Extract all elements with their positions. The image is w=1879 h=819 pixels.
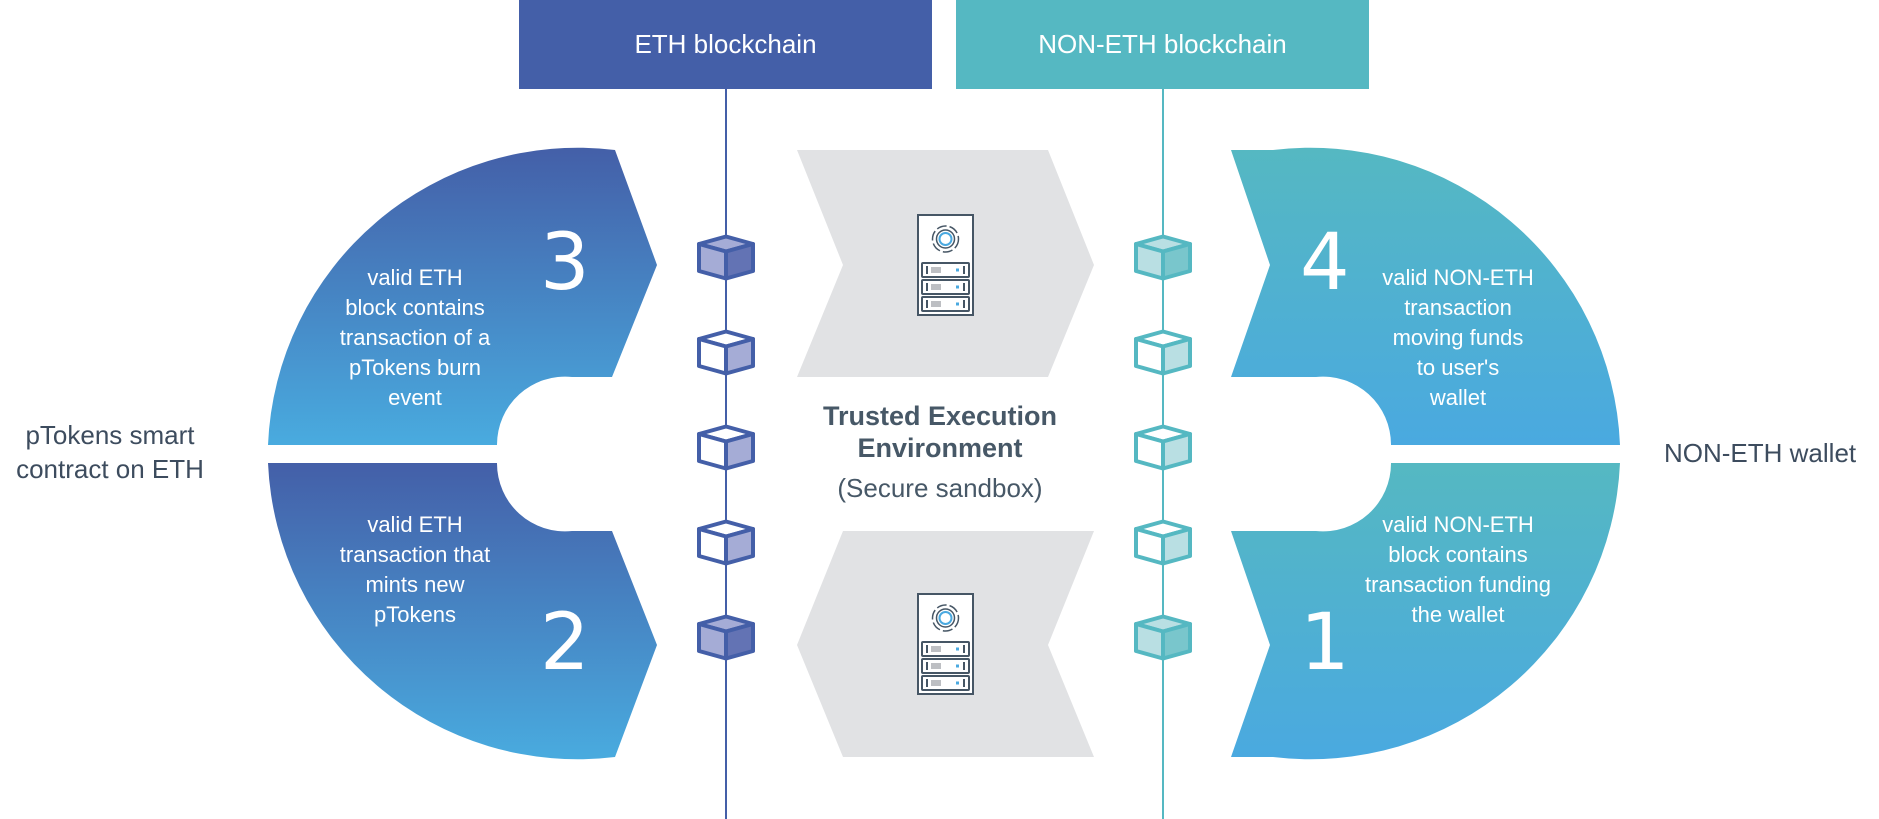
block-cube-icon <box>1134 329 1192 376</box>
step-1-text: valid NON-ETH block contains transaction… <box>1333 510 1583 630</box>
step-2-line: mints new <box>365 572 465 597</box>
step-3-line: pTokens burn <box>348 355 482 380</box>
step-4-line: to user's <box>1416 355 1500 380</box>
step-1-line: valid NON-ETH <box>1382 512 1534 537</box>
block-cube-icon-filled <box>697 234 755 281</box>
eth-blockchain-header: ETH blockchain <box>519 0 932 89</box>
block-cube-icon <box>1134 519 1192 566</box>
block-cube-icon <box>697 519 755 566</box>
tee-subtitle: (Secure sandbox) <box>837 473 1043 503</box>
tee-label: Trusted Execution Environment (Secure sa… <box>760 400 1120 506</box>
ptokens-contract-line1: pTokens smart <box>25 420 195 450</box>
step-3-text: valid ETH block contains transaction of … <box>305 263 525 413</box>
eth-header-label: ETH blockchain <box>634 29 817 59</box>
step-4-number: 4 <box>1300 218 1350 308</box>
step-3-number: 3 <box>540 218 590 308</box>
step-4-line: transaction <box>1404 295 1512 320</box>
step-1-shape <box>1231 463 1620 760</box>
non-eth-blockchain-header: NON-ETH blockchain <box>956 0 1369 89</box>
step-1-line: transaction funding <box>1365 572 1551 597</box>
ptokens-contract-label: pTokens smart contract on ETH <box>0 418 220 486</box>
step-2-number: 2 <box>540 598 590 688</box>
block-cube-icon-filled <box>697 614 755 661</box>
server-icon <box>917 593 974 695</box>
step-4-line: wallet <box>1429 385 1487 410</box>
step-3-line: valid ETH <box>367 265 463 290</box>
step-2-line: transaction that <box>339 542 491 567</box>
block-cube-icon-filled <box>1134 234 1192 281</box>
step-3-line: block contains <box>345 295 485 320</box>
block-cube-icon <box>1134 424 1192 471</box>
step-4-line: valid NON-ETH <box>1382 265 1534 290</box>
non-eth-header-label: NON-ETH blockchain <box>1038 29 1287 59</box>
step-3-shape <box>268 147 657 445</box>
step-1-number: 1 <box>1300 598 1350 688</box>
block-cube-icon <box>697 424 755 471</box>
tee-title-line2: Environment <box>857 433 1023 463</box>
server-icon <box>917 214 974 316</box>
step-2-line: pTokens <box>374 602 456 627</box>
tee-title-line1: Trusted Execution <box>822 401 1058 431</box>
step-1-line: block contains <box>1388 542 1528 567</box>
step-4-shape <box>1231 147 1620 445</box>
ptokens-contract-line2: contract on ETH <box>16 454 204 484</box>
non-eth-wallet-label: NON-ETH wallet <box>1664 438 1857 468</box>
block-cube-icon-filled <box>1134 614 1192 661</box>
step-4-text: valid NON-ETH transaction moving funds t… <box>1348 263 1568 413</box>
step-1-line: the wallet <box>1411 602 1505 627</box>
step-3-line: event <box>388 385 442 410</box>
step-4-line: moving funds <box>1392 325 1524 350</box>
step-2-line: valid ETH <box>367 512 463 537</box>
step-3-line: transaction of a <box>339 325 491 350</box>
block-cube-icon <box>697 329 755 376</box>
step-2-shape <box>268 463 657 760</box>
step-2-text: valid ETH transaction that mints new pTo… <box>305 510 525 630</box>
